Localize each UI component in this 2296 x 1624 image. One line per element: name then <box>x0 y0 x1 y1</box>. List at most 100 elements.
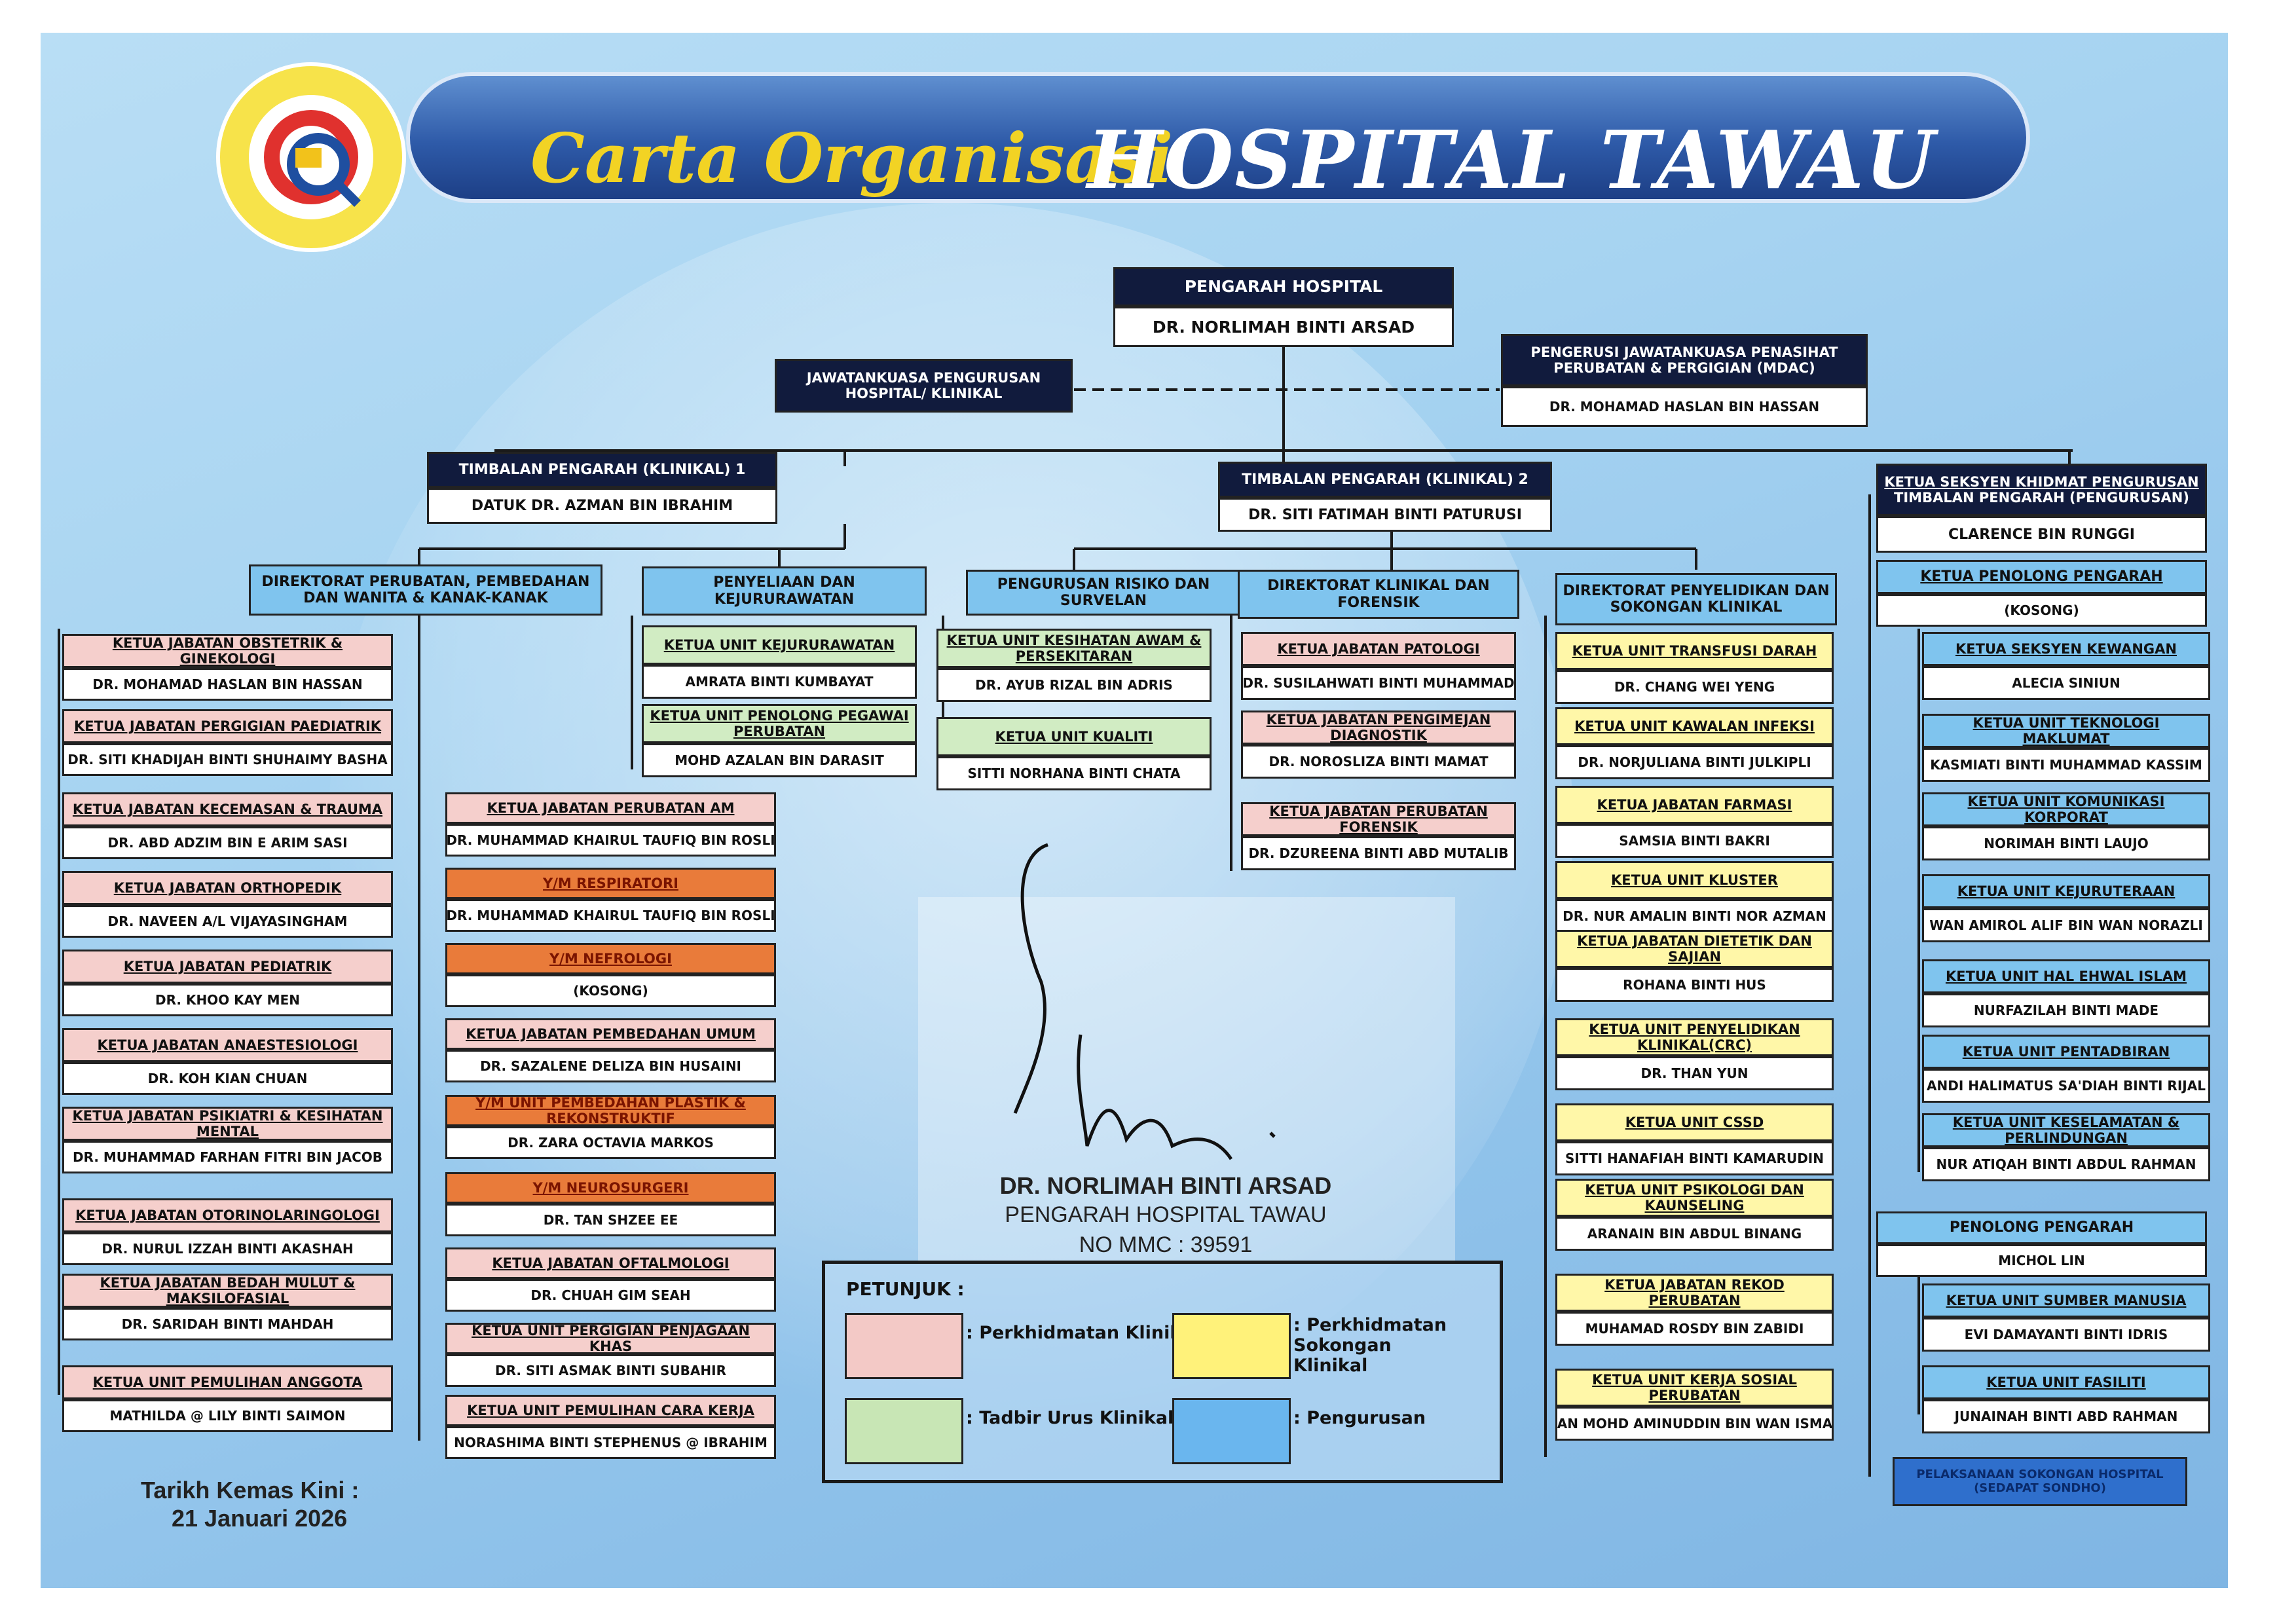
updated-label: Tarikh Kemas Kini : <box>141 1477 360 1504</box>
col2-name-5: DR. TAN SHZEE EE <box>445 1204 776 1236</box>
col7-name-3: WAN AMIROL ALIF BIN WAN NORAZLI <box>1922 908 2210 942</box>
mdac-name: DR. MOHAMAD HASLAN BIN HASSAN <box>1501 386 1868 427</box>
tp2-title: TIMBALAN PENGARAH (KLINIKAL) 2 <box>1218 462 1552 498</box>
col7b-name-0: EVI DAMAYANTI BINTI IDRIS <box>1922 1318 2210 1352</box>
col7-title-0: KETUA SEKSYEN KEWANGAN <box>1922 632 2210 666</box>
col1-name-6: DR. MUHAMMAD FARHAN FITRI BIN JACOB <box>62 1141 393 1173</box>
col2-title-5: Y/M NEUROSURGERI <box>445 1172 776 1204</box>
legend-swatch-tadbir <box>845 1398 963 1464</box>
col2-title-6: KETUA JABATAN OFTALMOLOGI <box>445 1247 776 1279</box>
col1-name-2: DR. ABD ADZIM BIN E ARIM SASI <box>62 826 393 859</box>
col1-name-9: MATHILDA @ LILY BINTI SAIMON <box>62 1399 393 1432</box>
legend-label-sokongan: : Perkhidmatan Sokongan Klinikal <box>1293 1315 1447 1376</box>
col1-title-8: KETUA JABATAN BEDAH MULUT & MAKSILOFASIA… <box>62 1274 393 1308</box>
legend-label-tadbir: : Tadbir Urus Klinikal <box>966 1408 1174 1428</box>
col1-title-7: KETUA JABATAN OTORINOLARINGOLOGI <box>62 1198 393 1232</box>
col6-title-7: KETUA UNIT PSIKOLOGI DAN KAUNSELING <box>1555 1179 1834 1217</box>
legend-title: PETUNJUK : <box>846 1278 965 1300</box>
col7b-name-1: JUNAINAH BINTI ABD RAHMAN <box>1922 1399 2210 1433</box>
col7-title-1: KETUA UNIT TEKNOLOGI MAKLUMAT <box>1922 714 2210 748</box>
pengarah-name: DR. NORLIMAH BINTI ARSAD <box>1113 306 1454 347</box>
legend-swatch-pengurusan <box>1172 1398 1291 1464</box>
col1-name-5: DR. KOH KIAN CHUAN <box>62 1062 393 1095</box>
signature-position: PENGARAH HOSPITAL TAWAU <box>1005 1202 1327 1227</box>
col6-name-2: SAMSIA BINTI BAKRI <box>1555 824 1834 858</box>
col6-name-9: WAN MOHD AMINUDDIN BIN WAN ISMAIL <box>1555 1407 1834 1441</box>
col3-title-0: KETUA UNIT KEJURURAWATAN <box>642 625 917 665</box>
bottom-management-box: PELAKSANAAN SOKONGAN HOSPITAL (SEDAPAT S… <box>1893 1457 2187 1506</box>
tp3-title-line1: KETUA SEKSYEN KHIDMAT PENGURUSAN <box>1884 474 2199 490</box>
col4-title-0: KETUA UNIT KESIHATAN AWAM & PERSEKITARAN <box>936 629 1212 668</box>
col6-title-9: KETUA UNIT KERJA SOSIAL PERUBATAN <box>1555 1369 1834 1407</box>
col3-title-1: KETUA UNIT PENOLONG PEGAWAI PERUBATAN <box>642 704 917 743</box>
col3-name-1: MOHD AZALAN BIN DARASIT <box>642 743 917 777</box>
col1-name-0: DR. MOHAMAD HASLAN BIN HASSAN <box>62 668 393 701</box>
legend-swatch-sokongan <box>1172 1313 1291 1379</box>
tp1-title: TIMBALAN PENGARAH (KLINIKAL) 1 <box>427 452 777 488</box>
chart-title-main: HOSPITAL TAWAU <box>1087 113 1936 207</box>
col6-name-7: ARANAIN BIN ABDUL BINANG <box>1555 1217 1834 1251</box>
col2-name-6: DR. CHUAH GIM SEAH <box>445 1279 776 1312</box>
col7-title-2: KETUA UNIT KOMUNIKASI KORPORAT <box>1922 792 2210 826</box>
legend-label-pengurusan: : Pengurusan <box>1293 1408 1426 1428</box>
col2-name-3: DR. SAZALENE DELIZA BIN HUSAINI <box>445 1050 776 1082</box>
col5-name-1: DR. NOROSLIZA BINTI MAMAT <box>1241 745 1516 779</box>
col6-title-2: KETUA JABATAN FARMASI <box>1555 786 1834 824</box>
col5-title-2: KETUA JABATAN PERUBATAN FORENSIK <box>1241 802 1516 836</box>
col2-title-1: Y/M RESPIRATORI <box>445 868 776 899</box>
header-banner <box>406 72 2030 203</box>
col2-title-0: KETUA JABATAN PERUBATAN AM <box>445 792 776 824</box>
directorate-d3: PENGURUSAN RISIKO DAN SURVELAN <box>966 570 1241 616</box>
col6-name-8: MUHAMAD ROSDY BIN ZABIDI <box>1555 1312 1834 1346</box>
col7-title-6: KETUA UNIT KESELAMATAN & PERLINDUNGAN <box>1922 1113 2210 1147</box>
col3-name-0: AMRATA BINTI KUMBAYAT <box>642 665 917 699</box>
col2-name-1: DR. MUHAMMAD KHAIRUL TAUFIQ BIN ROSLI <box>445 899 776 932</box>
col1-title-1: KETUA JABATAN PERGIGIAN PAEDIATRIK <box>62 709 393 743</box>
col7b-title-1: KETUA UNIT FASILITI <box>1922 1365 2210 1399</box>
legend-box: PETUNJUK : : Perkhidmatan Klinikal : Per… <box>822 1261 1503 1483</box>
col2-title-3: KETUA JABATAN PEMBEDAHAN UMUM <box>445 1018 776 1050</box>
tp3-title-line2: TIMBALAN PENGARAH (PENGURUSAN) <box>1894 490 2189 506</box>
directorate-d2: PENYELIAAN DAN KEJURURAWATAN <box>642 566 927 616</box>
tp2-name: DR. SITI FATIMAH BINTI PATURUSI <box>1218 498 1552 532</box>
col6-name-4: ROHANA BINTI HUS <box>1555 968 1834 1002</box>
col6-name-5: DR. THAN YUN <box>1555 1056 1834 1090</box>
col6-title-6: KETUA UNIT CSSD <box>1555 1103 1834 1141</box>
col7-title-3: KETUA UNIT KEJURUTERAAN <box>1922 874 2210 908</box>
penolong1-title: KETUA PENOLONG PENGARAH <box>1876 560 2207 594</box>
col5-name-2: DR. DZUREENA BINTI ABD MUTALIB <box>1241 836 1516 870</box>
col1-name-3: DR. NAVEEN A/L VIJAYASINGHAM <box>62 905 393 938</box>
col4-name-0: DR. AYUB RIZAL BIN ADRIS <box>936 668 1212 702</box>
penolong2-title: PENOLONG PENGARAH <box>1876 1211 2207 1244</box>
hospital-logo <box>216 62 406 252</box>
col7b-title-0: KETUA UNIT SUMBER MANUSIA <box>1922 1283 2210 1318</box>
col6-title-8: KETUA JABATAN REKOD PERUBATAN <box>1555 1274 1834 1312</box>
col5-title-0: KETUA JABATAN PATOLOGI <box>1241 632 1516 666</box>
col7-name-1: KASMIATI BINTI MUHAMMAD KASSIM <box>1922 748 2210 782</box>
col1-title-4: KETUA JABATAN PEDIATRIK <box>62 950 393 984</box>
chart-title-prefix: Carta Organisasi <box>530 118 1174 198</box>
col6-name-0: DR. CHANG WEI YENG <box>1555 670 1834 704</box>
signature-scribble <box>1013 843 1276 1160</box>
col2-name-8: NORASHIMA BINTI STEPHENUS @ IBRAHIM <box>445 1426 776 1459</box>
col2-name-2: (KOSONG) <box>445 974 776 1007</box>
background-panel <box>918 897 1455 1264</box>
tp3-name: CLARENCE BIN RUNGGI <box>1876 516 2207 553</box>
col1-title-0: KETUA JABATAN OBSTETRIK & GINEKOLOGI <box>62 634 393 668</box>
updated-date: 21 Januari 2026 <box>172 1505 348 1532</box>
col2-name-4: DR. ZARA OCTAVIA MARKOS <box>445 1126 776 1159</box>
col5-name-0: DR. SUSILAHWATI BINTI MUHAMMAD <box>1241 666 1516 700</box>
penolong2-name: MICHOL LIN <box>1876 1244 2207 1277</box>
col6-name-6: SITTI HANAFIAH BINTI KAMARUDIN <box>1555 1141 1834 1175</box>
col1-title-2: KETUA JABATAN KECEMASAN & TRAUMA <box>62 792 393 826</box>
col1-title-9: KETUA UNIT PEMULIHAN ANGGOTA <box>62 1365 393 1399</box>
col2-title-8: KETUA UNIT PEMULIHAN CARA KERJA <box>445 1395 776 1426</box>
tp3-title-box: KETUA SEKSYEN KHIDMAT PENGURUSAN TIMBALA… <box>1876 464 2207 516</box>
col4-name-1: SITTI NORHANA BINTI CHATA <box>936 756 1212 790</box>
col1-name-4: DR. KHOO KAY MEN <box>62 984 393 1016</box>
col1-name-1: DR. SITI KHADIJAH BINTI SHUHAIMY BASHA <box>62 743 393 776</box>
directorate-d1: DIREKTORAT PERUBATAN, PEMBEDAHAN DAN WAN… <box>249 564 602 616</box>
col1-name-7: DR. NURUL IZZAH BINTI AKASHAH <box>62 1232 393 1265</box>
directorate-d5: DIREKTORAT PENYELIDIKAN DAN SOKONGAN KLI… <box>1555 573 1837 625</box>
